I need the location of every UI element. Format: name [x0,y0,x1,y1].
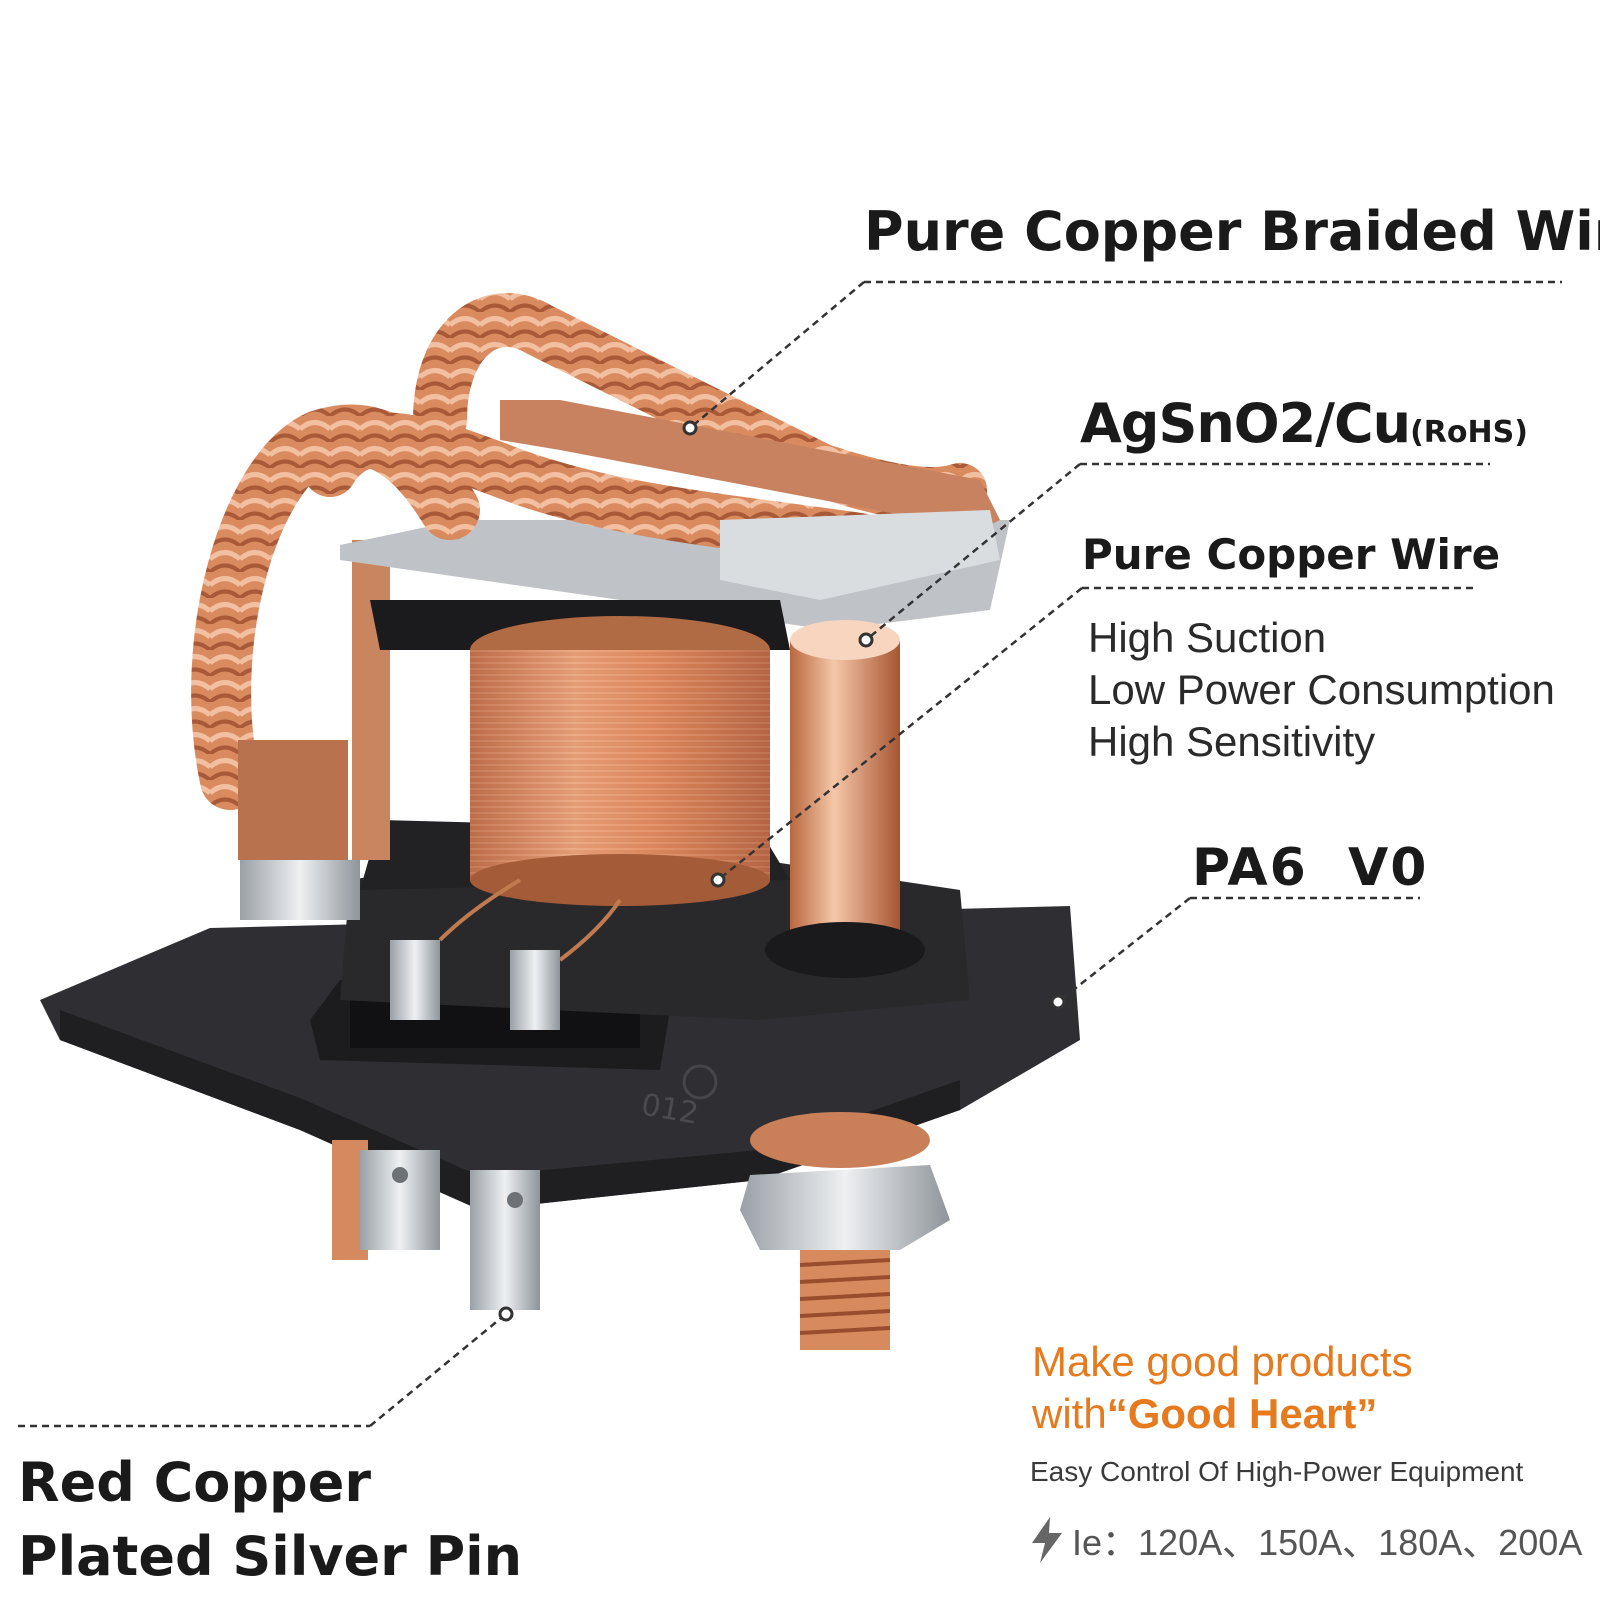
leader-agsno [865,463,1081,641]
label-copper-wire: Pure Copper Wire [1082,530,1501,579]
feature-item: High Suction [1088,614,1327,661]
pin-line-2: Plated Silver Pin [18,1525,523,1588]
label-braided-wire: Pure Copper Braided Wire [864,200,1600,263]
contact-post [765,620,925,978]
callout-leaders [18,280,1562,1428]
slogan-prefix: with [1032,1390,1107,1437]
label-housing-material: PA6 V0 [1192,838,1429,898]
slogan-emphasis: “Good Heart” [1106,1390,1378,1437]
tagline: Easy Control Of High-Power Equipment [1030,1456,1524,1487]
feature-item: Low Power Consumption [1088,666,1555,713]
leader-copperwire [717,587,1083,881]
rohs-text: (RoHS) [1410,415,1528,450]
feature-item: High Sensitivity [1088,718,1376,765]
coil-terminals [390,878,622,1030]
lightning-icon [1032,1517,1062,1563]
leader-pin [369,1313,507,1427]
leader-braided [689,281,865,429]
dot-pa6 [1050,994,1066,1010]
label-pin: Red Copper Plated Silver Pin [18,1446,522,1594]
current-rating: Ie：120A、150A、180A、200A [1030,1514,1582,1566]
dot-copperwire [710,872,726,888]
slogan-line-1: Make good products [1032,1338,1413,1385]
dot-braided [682,420,698,436]
callout-dots [498,420,1066,1322]
slogan: Make good products with“Good Heart” [1032,1336,1413,1440]
copper-coil [470,616,770,906]
power-stud [740,1112,950,1350]
mount-hole [682,1064,718,1100]
dot-agsno [858,632,874,648]
contact-material-text: AgSnO2/Cu [1080,392,1411,455]
bottom-pins [332,1140,540,1310]
current-rating-text: Ie：120A、150A、180A、200A [1072,1522,1583,1563]
label-contact-material: AgSnO2/Cu(RoHS) [1080,392,1528,455]
pin-line-1: Red Copper [18,1451,371,1514]
armature [500,400,1000,600]
slogan-line-2: with“Good Heart” [1032,1388,1413,1440]
dot-pin [498,1306,514,1322]
leader-pa6 [1057,897,1191,1003]
feature-list: High Suction Low Power Consumption High … [1088,612,1555,768]
